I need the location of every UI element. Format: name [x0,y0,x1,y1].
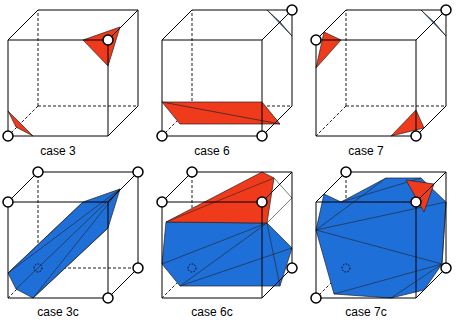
case-label: case 7 [348,144,383,158]
cube-case-7c [311,167,451,303]
case-label: case 6c [191,305,232,319]
cube-case-3c [3,167,143,303]
cube-case-6c [157,167,297,298]
case-label: case 3 [40,144,75,158]
case-label: case 3c [37,305,78,319]
case-label: case 7c [345,305,386,319]
cube-case-6 [157,5,297,141]
cube-case-7 [311,5,451,141]
case-label: case 6 [194,144,229,158]
cube-case-3 [3,10,138,141]
